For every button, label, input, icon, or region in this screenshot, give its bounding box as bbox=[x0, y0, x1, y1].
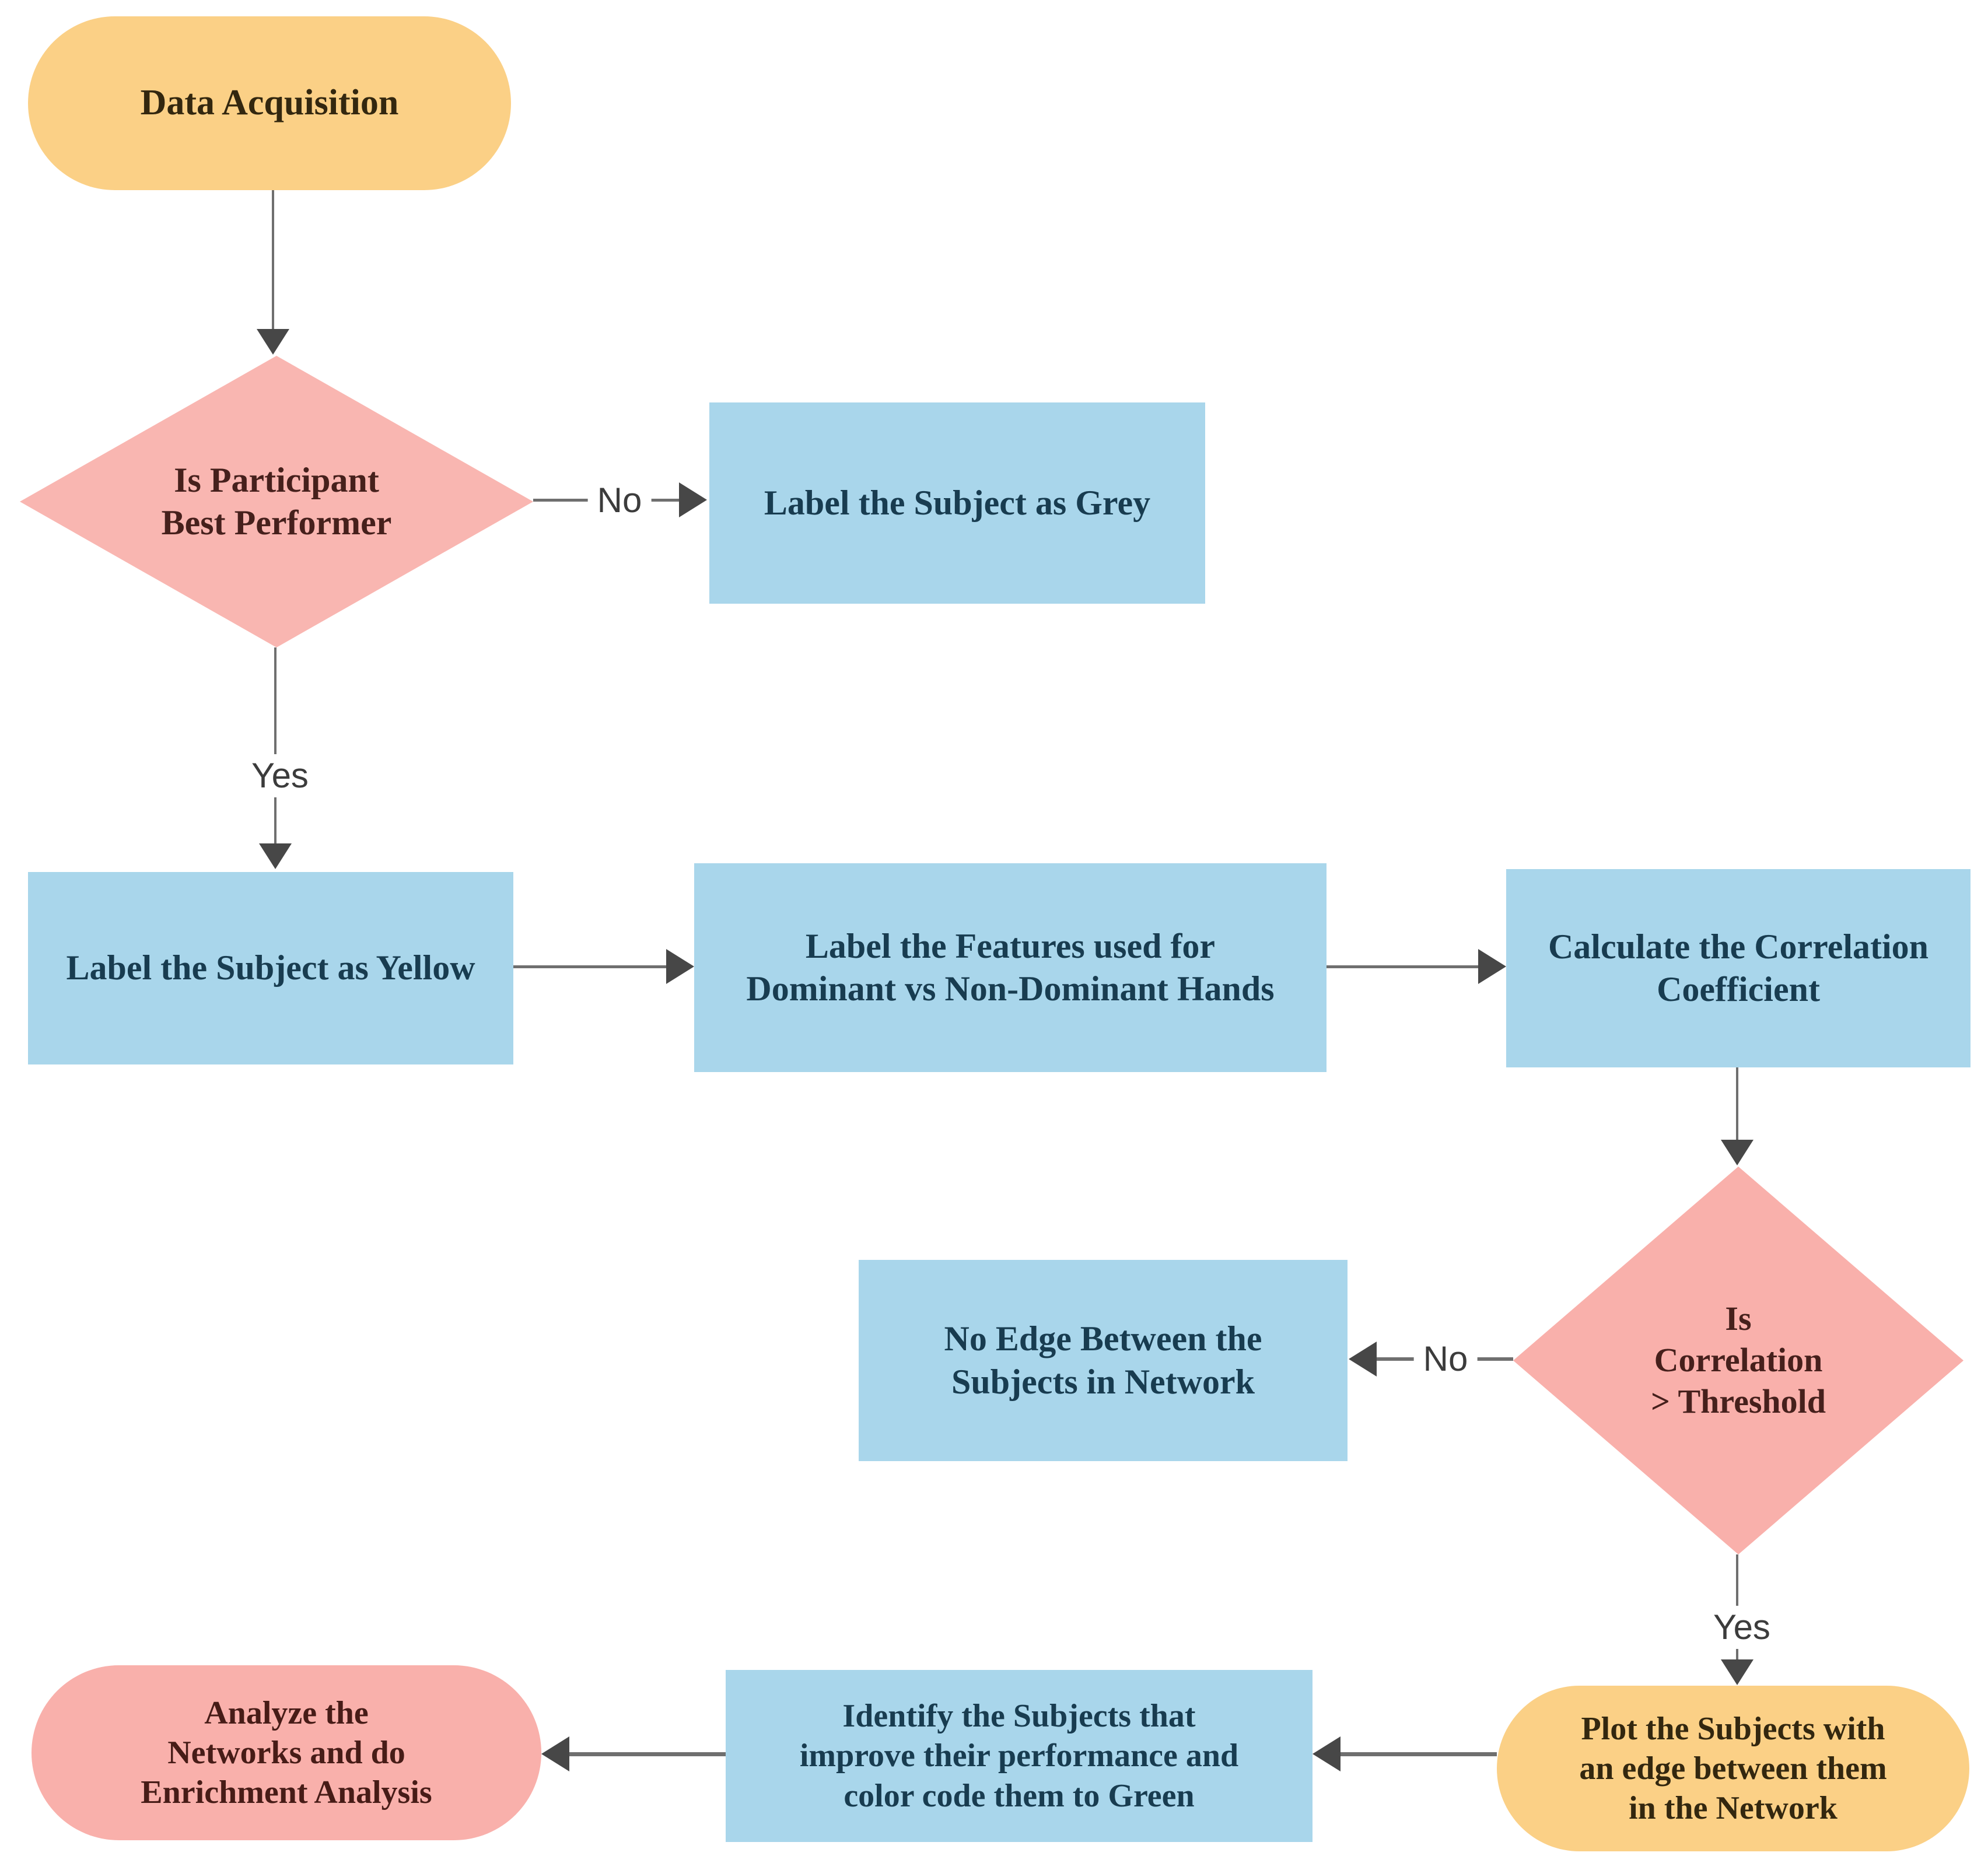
arrowhead-left-icon bbox=[541, 1736, 569, 1771]
node-data-acquisition: Data Acquisition bbox=[28, 16, 511, 190]
edge-features-to-calculate bbox=[1326, 965, 1479, 968]
arrowhead-right-icon bbox=[679, 482, 707, 517]
node-label-subject-yellow: Label the Subject as Yellow bbox=[28, 872, 513, 1064]
node-label: No Edge Between the Subjects in Network bbox=[944, 1319, 1262, 1401]
node-label: Identify the Subjects that improve their… bbox=[799, 1698, 1239, 1814]
edge-plot-to-identify bbox=[1340, 1752, 1497, 1756]
edge-yellow-to-features bbox=[513, 965, 670, 968]
node-label: Label the Features used for Dominant vs … bbox=[746, 926, 1275, 1008]
node-label: Is Correlation > Threshold bbox=[1650, 1300, 1826, 1420]
node-decision-is-participant-best-performer: Is Participant Best Performer bbox=[20, 356, 533, 647]
node-analyze-networks-enrichment: Analyze the Networks and do Enrichment A… bbox=[32, 1665, 541, 1840]
node-decision-is-correlation-above-threshold: Is Correlation > Threshold bbox=[1513, 1167, 1964, 1554]
arrowhead-left-icon bbox=[1349, 1342, 1377, 1377]
node-label: Label the Subject as Yellow bbox=[66, 948, 475, 987]
node-plot-subjects-with-edge: Plot the Subjects with an edge between t… bbox=[1497, 1686, 1969, 1851]
node-no-edge-between-subjects: No Edge Between the Subjects in Network bbox=[859, 1260, 1348, 1461]
node-label-subject-grey: Label the Subject as Grey bbox=[709, 402, 1205, 604]
node-label: Calculate the Correlation Coefficient bbox=[1548, 927, 1929, 1008]
arrowhead-down-icon bbox=[1721, 1659, 1754, 1685]
node-label-features-dominant-hands: Label the Features used for Dominant vs … bbox=[694, 863, 1326, 1072]
node-identify-subjects-color-green: Identify the Subjects that improve their… bbox=[726, 1670, 1312, 1842]
arrowhead-left-icon bbox=[1312, 1736, 1340, 1771]
edge-decision1-yes-to-yellow bbox=[274, 647, 276, 845]
edge-label-yes: Yes bbox=[242, 754, 318, 797]
edge-label-no: No bbox=[1413, 1337, 1478, 1381]
edge-start-to-decision1 bbox=[272, 190, 274, 330]
edge-label-yes: Yes bbox=[1707, 1606, 1776, 1649]
edge-calculate-to-decision2 bbox=[1736, 1067, 1738, 1141]
arrowhead-down-icon bbox=[259, 843, 292, 869]
arrowhead-right-icon bbox=[1478, 949, 1506, 984]
edge-identify-to-analyze bbox=[569, 1752, 726, 1756]
node-label: Plot the Subjects with an edge between t… bbox=[1579, 1710, 1887, 1827]
edge-label-no: No bbox=[587, 479, 652, 522]
node-label: Data Acquisition bbox=[140, 83, 399, 123]
arrowhead-down-icon bbox=[1721, 1140, 1754, 1165]
arrowhead-down-icon bbox=[257, 329, 289, 355]
node-label: Analyze the Networks and do Enrichment A… bbox=[141, 1694, 432, 1811]
node-label: Label the Subject as Grey bbox=[764, 483, 1151, 522]
node-calculate-correlation-coefficient: Calculate the Correlation Coefficient bbox=[1506, 869, 1971, 1067]
node-label: Is Participant Best Performer bbox=[161, 460, 392, 542]
arrowhead-right-icon bbox=[666, 949, 694, 984]
